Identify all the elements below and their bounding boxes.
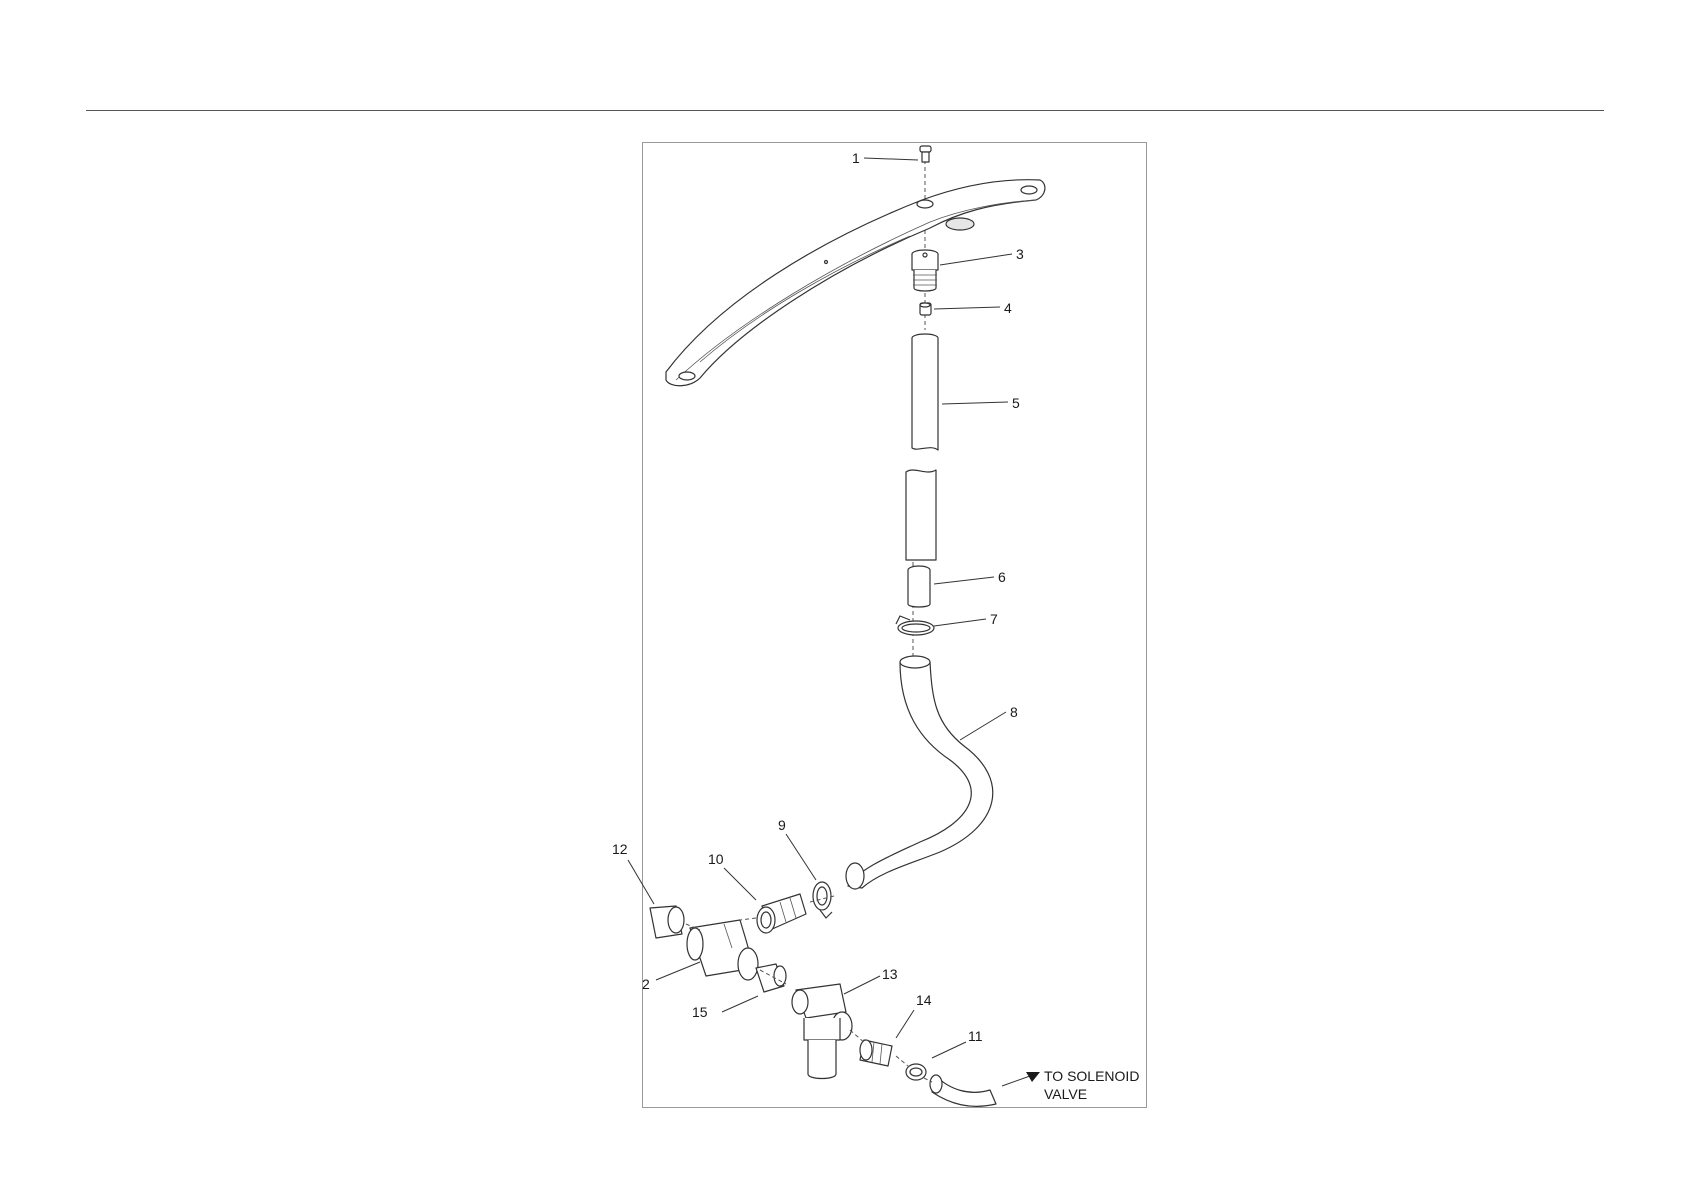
callout-3: 3: [1016, 246, 1024, 262]
outlet-hose: [930, 1075, 996, 1106]
callout-7: 7: [990, 611, 998, 627]
leader-4: [934, 307, 1000, 309]
callout-2: 2: [642, 976, 650, 992]
leader-9: [786, 834, 816, 880]
leader-3: [940, 254, 1012, 265]
note-line-2: VALVE: [1044, 1086, 1087, 1102]
part-5-tube: [906, 334, 938, 560]
part-13-strainer: [792, 984, 852, 1079]
leader-5: [942, 402, 1008, 404]
callout-12: 12: [612, 841, 628, 857]
part-8-hose: [846, 656, 993, 889]
part-3-grommet: [912, 250, 938, 291]
part-6-sleeve: [908, 566, 930, 607]
part-10-fitting: [757, 894, 806, 933]
leader-13: [844, 976, 880, 994]
callout-5: 5: [1012, 395, 1020, 411]
part-14-barb: [860, 1040, 892, 1066]
axis-line-horizontal-2: [740, 918, 756, 920]
callout-8: 8: [1010, 704, 1018, 720]
callout-6: 6: [998, 569, 1006, 585]
leader-6: [934, 577, 994, 584]
axis-line-horizontal-6: [896, 1056, 908, 1066]
leader-15: [722, 996, 758, 1012]
part-1-bolt: [920, 146, 931, 162]
part-2-tee: [687, 920, 758, 980]
part-15-nipple: [756, 964, 786, 992]
leader-1: [864, 158, 918, 160]
leader-11: [932, 1042, 966, 1058]
callout-13: 13: [882, 966, 898, 982]
leader-14: [896, 1010, 914, 1038]
part-12-coupling: [650, 906, 684, 938]
callout-15: 15: [692, 1004, 708, 1020]
leader-2: [656, 962, 700, 980]
callout-10: 10: [708, 851, 724, 867]
leader-10: [724, 868, 756, 900]
leader-7: [934, 619, 986, 626]
callout-4: 4: [1004, 300, 1012, 316]
note-line-1: TO SOLENOID: [1044, 1068, 1139, 1084]
solenoid-arrow: [1002, 1072, 1040, 1086]
part-11-clamp: [906, 1064, 926, 1080]
part-4-nut: [920, 303, 931, 315]
callout-14: 14: [916, 992, 932, 1008]
callout-11: 11: [968, 1028, 983, 1044]
leader-12: [628, 860, 654, 904]
mounting-arm: [666, 180, 1045, 386]
leader-8: [960, 712, 1006, 740]
part-9-clamp: [813, 882, 832, 918]
part-7-clamp: [896, 616, 934, 635]
callout-1: 1: [852, 150, 860, 166]
callout-9: 9: [778, 817, 786, 833]
